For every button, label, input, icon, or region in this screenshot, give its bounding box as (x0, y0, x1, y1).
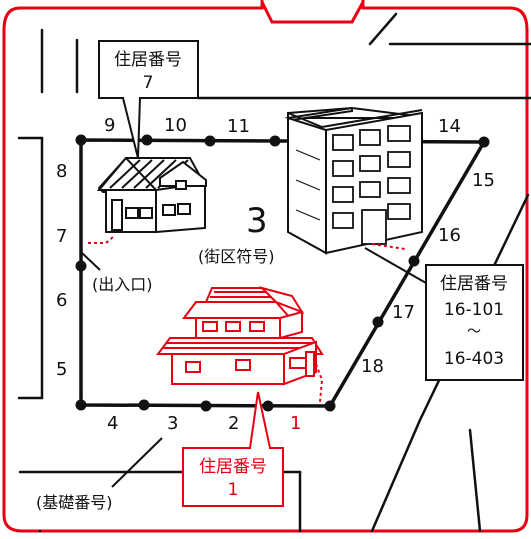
marker-dot (75, 399, 87, 411)
callout-top-title: 住居番号 (114, 50, 182, 70)
block-label: (街区符号) (198, 247, 275, 266)
callout-right: 住居番号 16-101 〜 16-403 (425, 264, 524, 381)
apartment-pointer (364, 247, 427, 284)
marker-dot (141, 134, 153, 146)
marker-dot (138, 399, 150, 411)
block-number: 3 (246, 201, 268, 241)
base-number-label: (基礎番号) (36, 493, 113, 512)
number-8: 8 (56, 161, 67, 182)
marker-dot (478, 136, 490, 148)
number-9: 9 (104, 115, 115, 136)
marker-dot (262, 400, 274, 412)
marker-dot (408, 255, 420, 267)
number-17: 17 (392, 302, 415, 323)
callout-top-value: 7 (143, 73, 154, 93)
callout-bottom-title: 住居番号 (199, 457, 267, 477)
number-3: 3 (167, 413, 178, 434)
two-story-house-icon (156, 286, 324, 386)
callout-bottom-value: 1 (228, 480, 239, 500)
red-entrance-dotted-line (315, 363, 324, 403)
number-16: 16 (438, 225, 461, 246)
marker-dot (372, 316, 384, 328)
boundary-markers (75, 134, 490, 412)
number-7: 7 (56, 226, 67, 247)
marker-dot (269, 135, 281, 147)
entrance-arrow (81, 252, 101, 271)
number-10: 10 (164, 115, 187, 136)
entrance-label: (出入口) (92, 275, 153, 294)
marker-dot (200, 400, 212, 412)
callout-right-line2: 〜 (467, 324, 481, 340)
callout-right-line1: 16-101 (444, 300, 504, 320)
callout-right-title: 住居番号 (440, 274, 508, 294)
apartment-building-icon (284, 106, 423, 255)
number-18: 18 (361, 356, 384, 377)
frame-notch (260, 1, 365, 24)
number-14: 14 (438, 116, 461, 137)
callout-top: 住居番号 7 (98, 40, 199, 159)
number-2: 2 (228, 413, 239, 434)
house-icon (96, 156, 207, 234)
number-1-red: 1 (290, 413, 301, 434)
marker-dot (75, 260, 87, 272)
number-15: 15 (472, 170, 495, 191)
number-6: 6 (56, 290, 67, 311)
number-11: 11 (227, 116, 250, 137)
number-5: 5 (56, 359, 67, 380)
base-number-pointer (111, 437, 163, 488)
callout-bottom: 住居番号 1 (182, 391, 284, 507)
marker-dot (75, 134, 87, 146)
number-4: 4 (107, 413, 118, 434)
callout-right-line3: 16-403 (444, 349, 504, 369)
entrance-dotted-line (88, 236, 114, 244)
base-numbers: 9 10 11 14 15 16 17 18 8 7 6 5 4 3 2 1 (56, 115, 495, 434)
marker-dot (324, 400, 336, 412)
marker-dot (204, 135, 216, 147)
